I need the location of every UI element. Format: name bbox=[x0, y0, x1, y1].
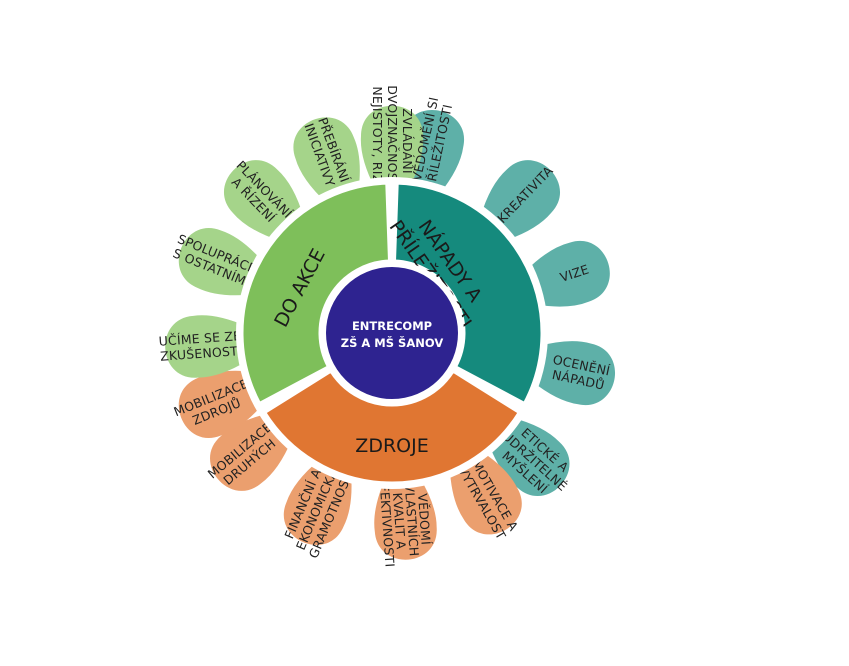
center-title-line2: ZŠ A MŠ ŠANOV bbox=[341, 335, 444, 350]
competence-line: ZKUŠENOSTI bbox=[160, 343, 243, 364]
petal-oceneni-napadu bbox=[530, 341, 616, 406]
petal-mobilizace-zdroju bbox=[178, 370, 264, 439]
petal-motivace-a-vytrvalost bbox=[449, 450, 522, 535]
competence-line: UČÍME SE ZE bbox=[158, 328, 242, 349]
petal-zvladani-dvojznacnosti-nejistoty-rizik bbox=[360, 105, 424, 188]
petal-vedomi-vlastnich-kvalit-a-efektivnosti bbox=[374, 476, 437, 560]
petal-ucime-se-ze-zkusenosti bbox=[165, 315, 249, 378]
competence-line: VĚDOMÍ bbox=[416, 493, 435, 546]
competence-line: EFEKTIVNOSTI bbox=[377, 476, 398, 568]
center-title: ENTRECOMP ZŠ A MŠ ŠANOV bbox=[341, 319, 444, 350]
area-title-zdroje: ZDROJE bbox=[355, 435, 428, 457]
competence-line: KVALIT A bbox=[390, 492, 409, 550]
competence-line: ZVLÁDÁNÍ bbox=[401, 108, 416, 174]
petal-mobilizace-druhych bbox=[210, 413, 292, 491]
competence-ucime-se-ze-zkusenosti: UČÍME SE ZEZKUŠENOSTI bbox=[158, 328, 243, 364]
petal-spoluprace-s-ostatnimi bbox=[178, 227, 264, 296]
center-title-line1: ENTRECOMP bbox=[352, 319, 432, 333]
competence-petals: UVĚDOMĚNÍ SIPŘÍLEŽITOSTIKREATIVITAVIZEOC… bbox=[158, 85, 616, 568]
competence-line: NEJISTOTY, RIZIK bbox=[371, 86, 386, 196]
petal-financni-a-ekonomicka-gramotnost bbox=[283, 459, 352, 545]
petal-planovani-a-rizeni bbox=[223, 160, 304, 241]
area-title-line: ZDROJE bbox=[355, 435, 428, 457]
competence-vedomi-vlastnich-kvalit-a-efektivnosti: VĚDOMÍVLASTNÍCHKVALIT AEFEKTIVNOSTI bbox=[377, 473, 436, 567]
competence-zvladani-dvojznacnosti-nejistoty-rizik: ZVLÁDÁNÍDVOJZNAČNOSTI,NEJISTOTY, RIZIK bbox=[371, 85, 416, 196]
center-core: ENTRECOMP ZŠ A MŠ ŠANOV bbox=[320, 261, 464, 405]
competence-line: DVOJZNAČNOSTI, bbox=[386, 85, 401, 196]
petal-kreativita bbox=[480, 160, 561, 241]
petal-vize bbox=[524, 240, 610, 307]
core-disc bbox=[326, 267, 458, 399]
competence-line: VLASTNÍCH bbox=[402, 483, 422, 557]
petal-prebirani-iniciativy bbox=[293, 117, 360, 203]
